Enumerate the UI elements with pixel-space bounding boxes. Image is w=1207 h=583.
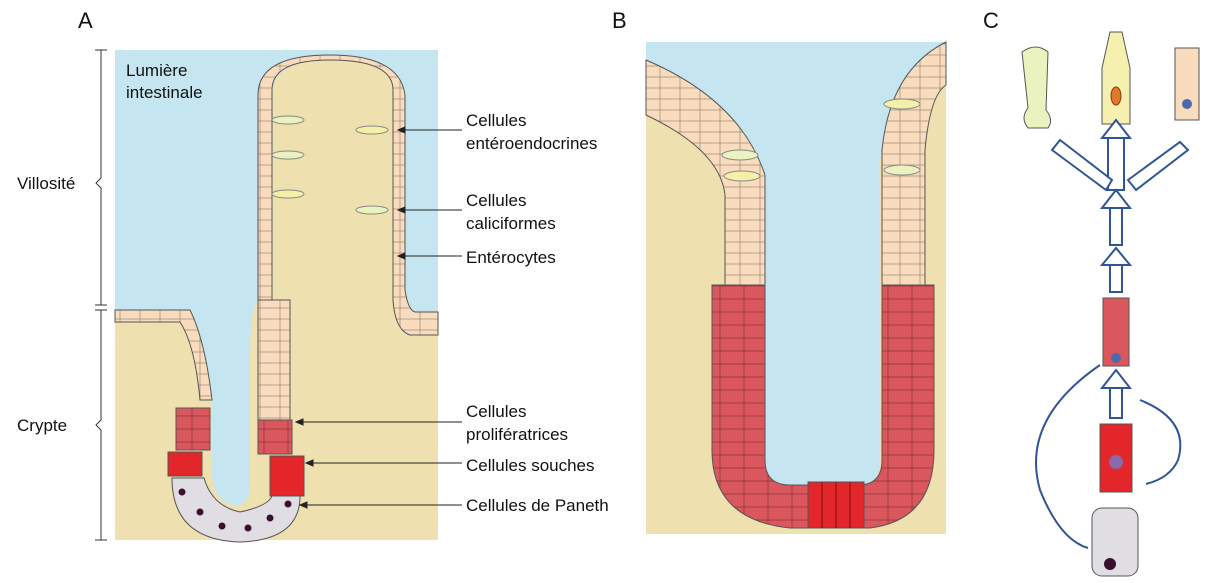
- label-stem-cells: Cellules souches: [466, 455, 595, 476]
- paneth-lineage-arrow: [1036, 365, 1100, 548]
- panel-a-stem-right: [270, 456, 304, 496]
- crypt-bracket: [95, 310, 107, 540]
- label-goblet-line2: caliciformes: [466, 213, 556, 234]
- enteroendocrine-cell-icon: [1102, 32, 1130, 124]
- villus-bracket: [95, 50, 107, 305]
- panel-a-stem-left: [168, 452, 202, 476]
- label-enterocytes: Entérocytes: [466, 247, 556, 268]
- label-paneth-cells: Cellules de Paneth: [466, 495, 609, 516]
- goblet-cell-icon: [1022, 47, 1051, 128]
- self-renewal-arrow: [1140, 400, 1180, 484]
- panel-a-goblet-cell: [272, 116, 304, 124]
- label-proliferative-line1: Cellules: [466, 401, 526, 422]
- label-enteroendocrine-line2: entéroendocrines: [466, 133, 597, 154]
- panel-a-diagram: [95, 50, 462, 542]
- label-villus: Villosité: [17, 173, 75, 194]
- label-goblet-line1: Cellules: [466, 190, 526, 211]
- panel-a-crypt-wall: [258, 300, 290, 420]
- label-lumen-line2: intestinale: [126, 82, 203, 103]
- label-enteroendocrine-line1: Cellules: [466, 110, 526, 131]
- panel-c-diagram: [1022, 32, 1199, 576]
- panel-a-proliferative-right: [258, 420, 292, 454]
- label-crypt: Crypte: [17, 415, 67, 436]
- panel-a-proliferative-left: [176, 408, 210, 450]
- label-proliferative-line2: prolifératrices: [466, 424, 568, 445]
- panel-b-diagram: [646, 42, 946, 534]
- differentiation-arrows: [1052, 120, 1188, 418]
- label-lumen-line1: Lumière: [126, 60, 187, 81]
- panel-a-enteroendocrine-cell: [356, 126, 388, 134]
- enterocyte-icon: [1175, 48, 1199, 120]
